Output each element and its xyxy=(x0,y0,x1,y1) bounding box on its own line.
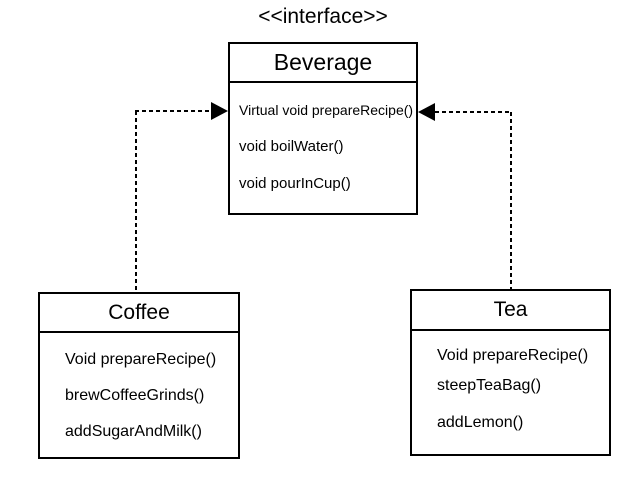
method-add-sugar-and-milk: addSugarAndMilk() xyxy=(65,423,202,440)
method-prepare-recipe-beverage: Virtual void prepareRecipe() xyxy=(239,102,414,118)
class-box-tea: Tea Void prepareRecipe() steepTeaBag() a… xyxy=(410,289,611,456)
coffee-realization-line-vertical xyxy=(135,111,137,292)
method-add-lemon: addLemon() xyxy=(437,414,524,431)
coffee-arrowhead-icon xyxy=(211,102,228,120)
class-title-beverage: Beverage xyxy=(230,44,416,83)
tea-realization-line-vertical xyxy=(510,112,512,289)
tea-realization-line-horizontal xyxy=(435,111,511,113)
method-brew-coffee-grinds: brewCoffeeGrinds() xyxy=(65,387,205,404)
interface-stereotype-label: <<interface>> xyxy=(258,5,388,28)
method-boil-water: void boilWater() xyxy=(239,138,344,155)
class-box-coffee: Coffee Void prepareRecipe() brewCoffeeGr… xyxy=(38,292,240,459)
tea-methods-section: Void prepareRecipe() steepTeaBag() addLe… xyxy=(412,331,609,434)
coffee-methods-section: Void prepareRecipe() brewCoffeeGrinds() … xyxy=(40,333,238,443)
beverage-methods-section: Virtual void prepareRecipe() void boilWa… xyxy=(230,83,416,194)
method-prepare-recipe-tea: Void prepareRecipe() xyxy=(437,347,589,364)
class-title-coffee: Coffee xyxy=(40,294,238,333)
method-prepare-recipe-coffee: Void prepareRecipe() xyxy=(65,351,217,368)
coffee-realization-line-horizontal xyxy=(135,110,212,112)
class-box-beverage: Beverage Virtual void prepareRecipe() vo… xyxy=(228,42,418,215)
tea-arrowhead-icon xyxy=(418,103,435,121)
method-pour-in-cup: void pourInCup() xyxy=(239,175,351,192)
method-steep-tea-bag: steepTeaBag() xyxy=(437,377,542,394)
class-title-tea: Tea xyxy=(412,291,609,331)
